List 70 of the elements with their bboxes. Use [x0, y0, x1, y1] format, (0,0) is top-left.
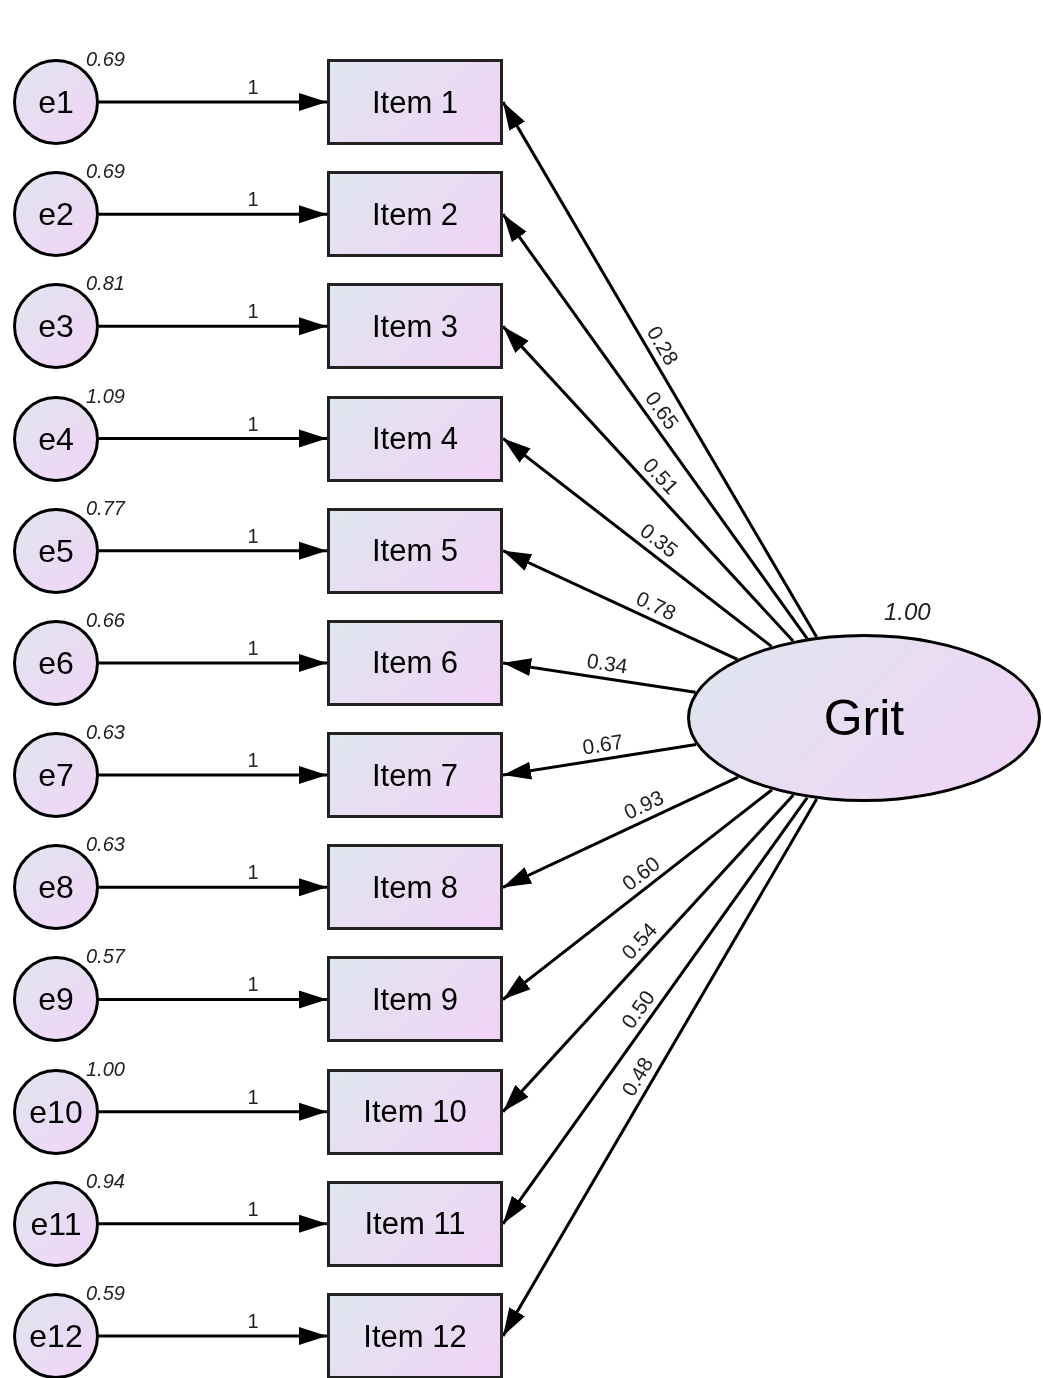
node-label: Item 11: [364, 1208, 466, 1240]
node-label: e7: [38, 759, 74, 792]
variance-label: 1.00: [884, 600, 931, 624]
variance-label: 1.00: [86, 1058, 125, 1079]
item-box: [327, 844, 503, 931]
variance-label: 0.59: [86, 1283, 125, 1303]
arrow: [501, 325, 795, 643]
node-label: Item 9: [371, 983, 459, 1015]
variance-label: 0.63: [86, 722, 125, 743]
arrow: [99, 1214, 327, 1233]
arrow: [99, 653, 327, 672]
item-box: [327, 956, 503, 1043]
node-label: e4: [38, 422, 74, 455]
node-label: e8: [38, 871, 74, 904]
variance-label: 0.81: [86, 273, 125, 294]
node-label: e10: [29, 1095, 83, 1128]
arrow: [99, 990, 327, 1009]
variance-label: 0.69: [86, 49, 125, 69]
node-label: e12: [29, 1320, 83, 1352]
node-label: e6: [38, 646, 74, 679]
variance-label: 0.77: [86, 497, 125, 518]
node-label: Item 4: [371, 423, 459, 455]
arrow: [501, 796, 809, 1225]
node-label: Item 8: [371, 871, 459, 903]
node-label: e5: [38, 534, 74, 567]
item-box: [327, 283, 503, 370]
node-label: e9: [38, 983, 74, 1016]
variance-label: 0.69: [86, 161, 125, 182]
variance-label: 0.57: [86, 946, 125, 967]
item-box: [327, 732, 503, 819]
node-label: Item 5: [371, 535, 459, 567]
node-label: Item 6: [371, 647, 459, 679]
arrow: [99, 766, 327, 785]
arrow: [99, 1327, 327, 1345]
item-box: [327, 395, 503, 482]
arrow: [502, 437, 773, 648]
arrow: [502, 788, 773, 1001]
variance-label: 0.94: [86, 1170, 125, 1191]
arrow: [99, 205, 327, 224]
arrow: [502, 775, 739, 889]
item-box: [327, 1180, 503, 1267]
item-box: [327, 507, 503, 594]
node-label: Grit: [823, 693, 905, 743]
node-label: Item 3: [371, 310, 459, 342]
node-label: e1: [38, 86, 74, 118]
arrow: [99, 429, 327, 448]
arrow: [501, 213, 809, 640]
node-label: Item 2: [371, 198, 459, 230]
item-box: [327, 1068, 503, 1155]
item-box: [327, 619, 503, 706]
arrow: [99, 878, 327, 897]
variance-label: 0.63: [86, 834, 125, 855]
item-box: [327, 59, 503, 145]
arrow: [99, 317, 327, 336]
node-label: e2: [38, 198, 74, 231]
arrow: [502, 549, 738, 661]
item-box: [327, 171, 503, 258]
node-label: Item 7: [371, 759, 459, 791]
node-label: Item 10: [363, 1096, 467, 1128]
node-label: Item 1: [371, 86, 459, 118]
node-label: Item 12: [363, 1320, 467, 1352]
item-box: [327, 1293, 503, 1378]
arrow: [501, 794, 795, 1113]
arrow: [99, 93, 327, 111]
variance-label: 1.09: [86, 385, 125, 406]
node-label: e3: [38, 310, 74, 343]
node-label: e11: [30, 1207, 82, 1240]
arrow: [99, 541, 327, 560]
variance-label: 0.66: [86, 609, 125, 630]
arrow: [99, 1102, 327, 1121]
